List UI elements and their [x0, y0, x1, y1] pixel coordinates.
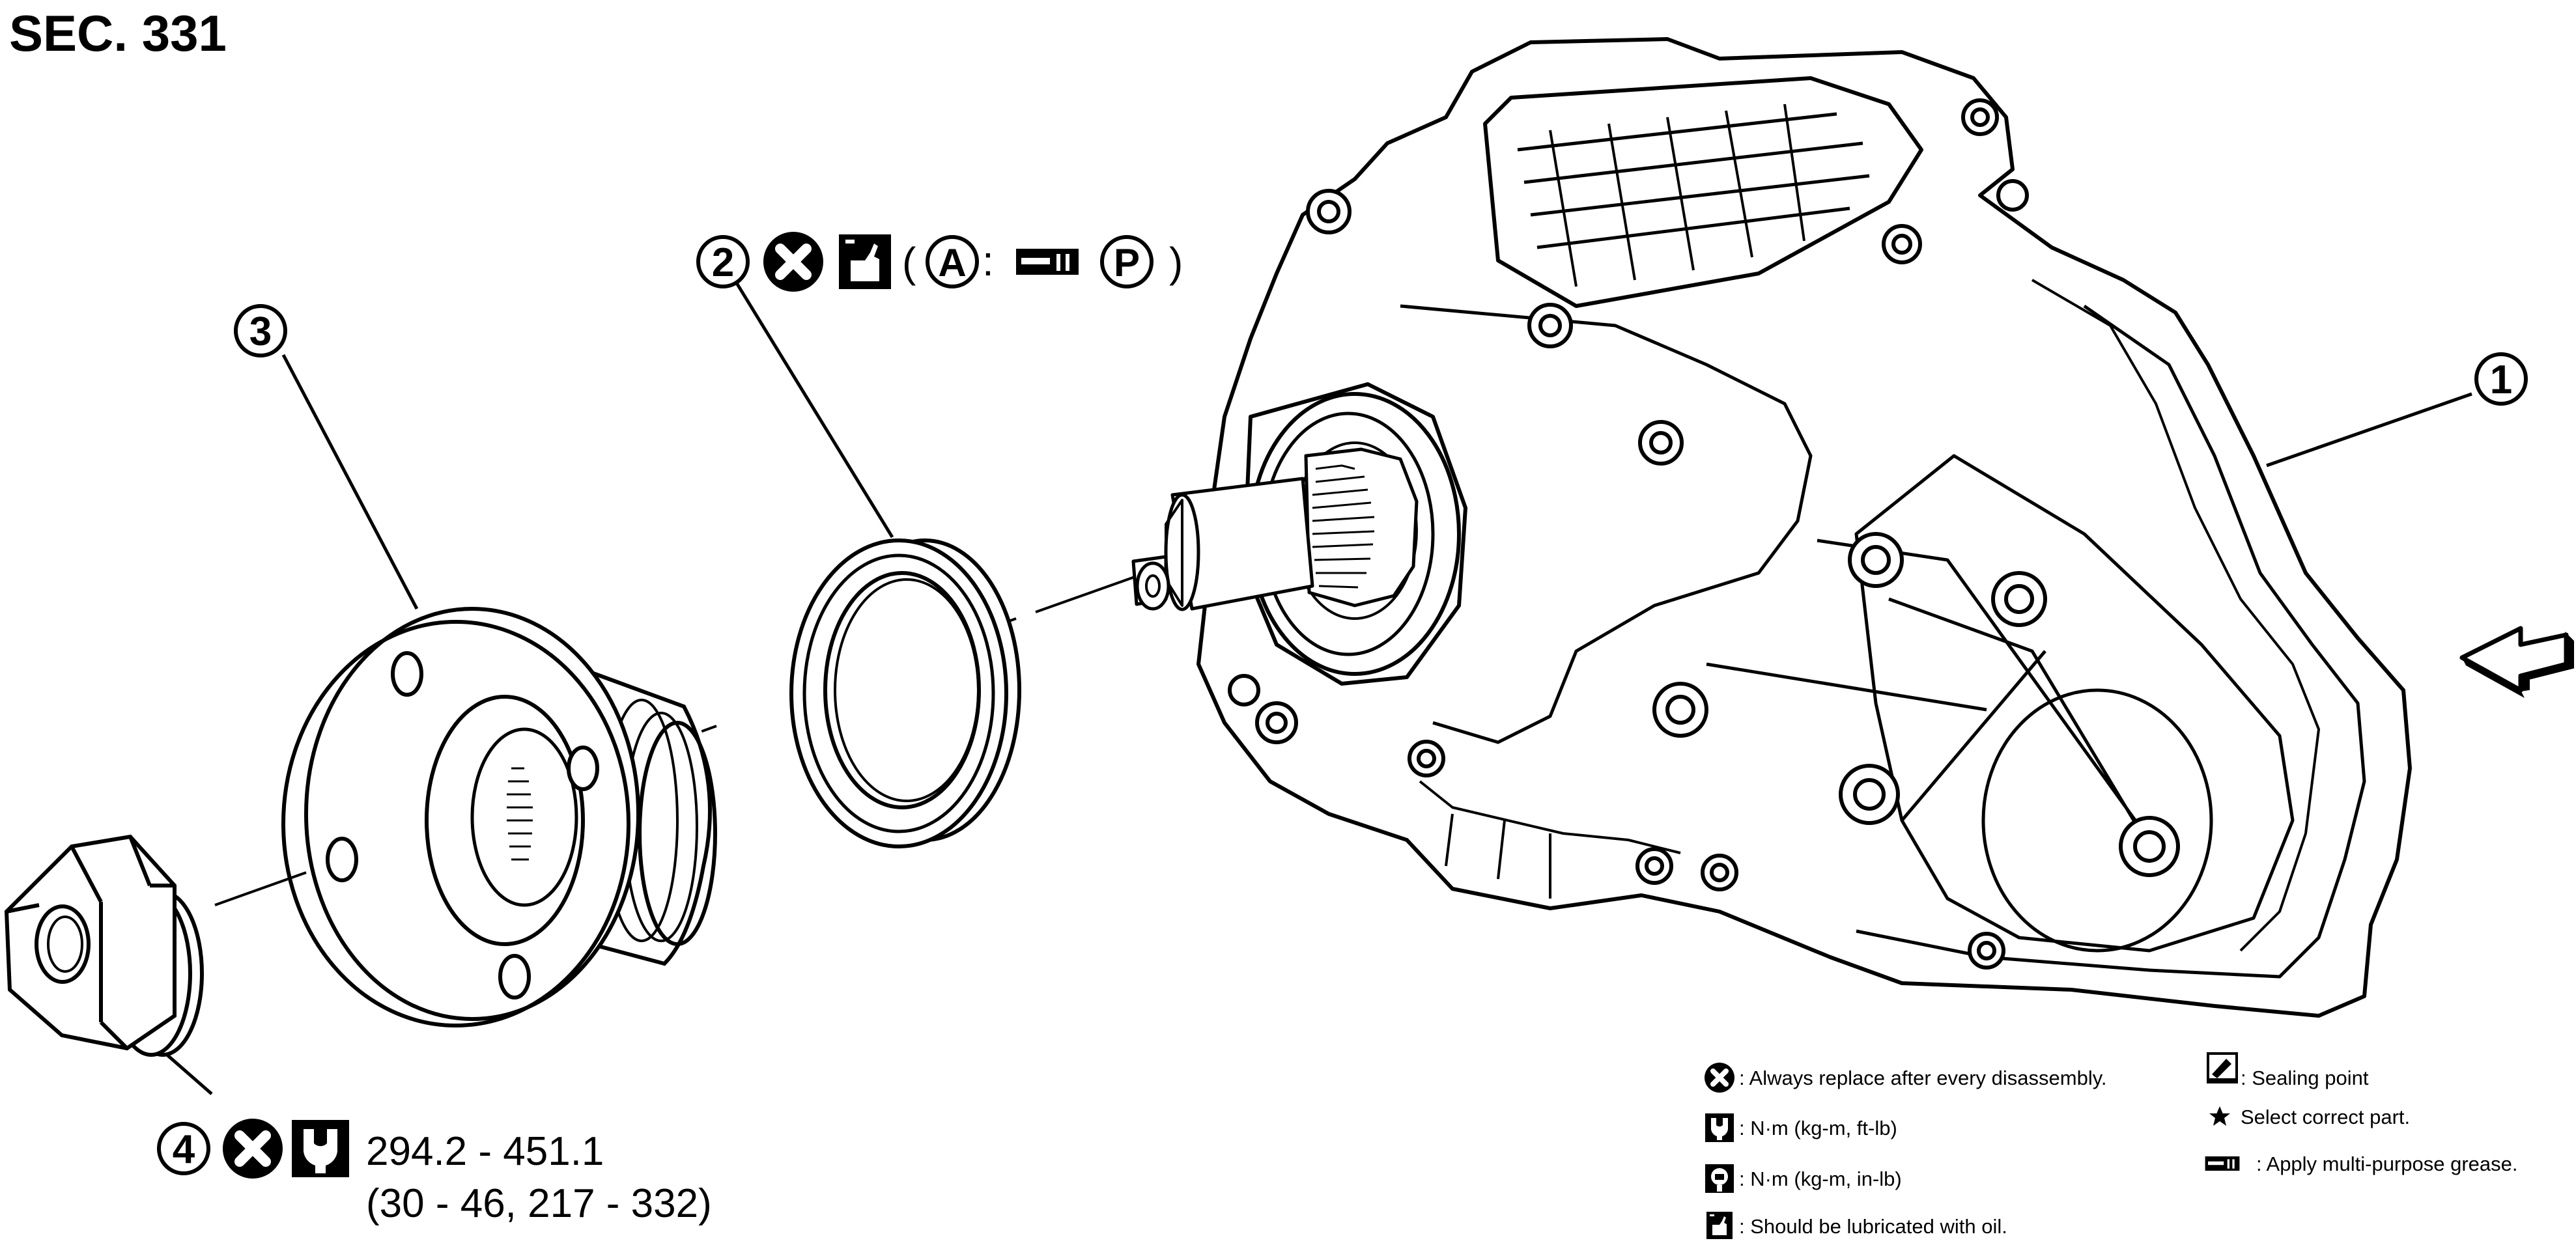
legend-lubricate: : Should be lubricated with oil. [1739, 1215, 2007, 1238]
companion-flange [281, 607, 717, 1027]
section-title: SEC. 331 [9, 5, 227, 62]
always-replace-icon [763, 232, 823, 292]
callout-4: 4 [157, 1122, 210, 1175]
oil-can-icon [839, 234, 891, 289]
grease-icon [2205, 1156, 2240, 1171]
label-p: P [1114, 241, 1140, 285]
sealing-point-icon [2207, 1052, 2238, 1083]
torque-wrench-icon [292, 1120, 349, 1177]
callout-2: 2 [696, 235, 750, 288]
nut-torque-nm: 294.2 - 451.1 [366, 1129, 604, 1174]
label-p-marker: P [1100, 235, 1154, 288]
oil-seal [789, 538, 1021, 848]
legend-grease: : Apply multi-purpose grease. [2256, 1152, 2518, 1175]
callout-3: 3 [234, 304, 287, 357]
seal-note-close-paren: ) [1169, 239, 1183, 286]
star-icon [2209, 1106, 2230, 1126]
always-replace-icon [1705, 1063, 1734, 1093]
leader-lines [158, 275, 2472, 1095]
nut-torque-alt: (30 - 46, 217 - 332) [366, 1181, 712, 1226]
seal-note-open-paren: ( [902, 239, 916, 286]
label-a: A [938, 241, 966, 285]
front-arrow-icon [2459, 626, 2574, 698]
legend-select: Select correct part. [2241, 1106, 2411, 1128]
label-a-marker: A [926, 235, 979, 288]
legend-torque-ftlb: : N·m (kg-m, ft-lb) [1739, 1117, 1897, 1139]
legend-torque-inlb: : N·m (kg-m, in-lb) [1739, 1167, 1902, 1190]
callout-1-label: 1 [2490, 357, 2512, 402]
callout-2-label: 2 [712, 240, 734, 285]
flange-nut [4, 834, 204, 1057]
legend-icons [1705, 1052, 2240, 1239]
transfer-case [1131, 37, 2412, 1018]
oil-can-icon [1706, 1212, 1733, 1239]
legend-replace: : Always replace after every disassembly… [1739, 1067, 2107, 1089]
grease-icon [1016, 249, 1079, 275]
always-replace-icon [223, 1119, 283, 1179]
callout-3-label: 3 [249, 309, 272, 354]
legend-sealing: : Sealing point [2241, 1067, 2369, 1089]
callout-4-label: 4 [173, 1127, 195, 1172]
torque-wrench-icon [1705, 1113, 1734, 1142]
seal-note-colon: : [982, 238, 994, 285]
callout-1: 1 [2474, 352, 2528, 406]
